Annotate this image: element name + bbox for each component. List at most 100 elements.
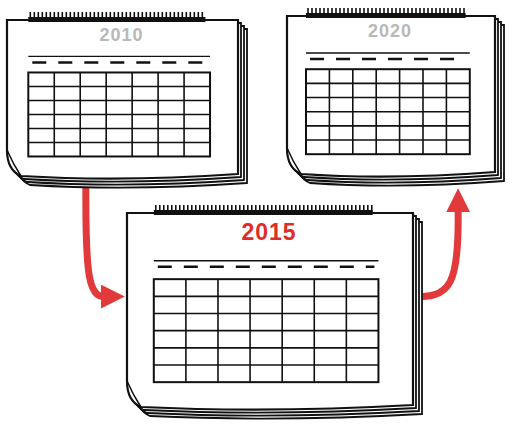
spiral-ring	[37, 12, 39, 20]
spiral-ring	[411, 8, 413, 16]
spiral-ring	[287, 205, 289, 213]
spiral-ring	[70, 12, 72, 20]
spiral-ring	[183, 205, 185, 213]
spiral-ring	[163, 205, 165, 213]
spiral-ring	[339, 8, 341, 16]
spiral-ring	[239, 205, 241, 213]
spiral-ring	[339, 205, 341, 213]
spiral-ring	[138, 12, 140, 20]
calendar: 2015	[125, 205, 425, 423]
grid-line	[154, 330, 379, 332]
spiral-ring	[150, 12, 152, 20]
spiral-ring	[379, 8, 381, 16]
grid-line	[306, 97, 470, 99]
spiral-ring	[347, 8, 349, 16]
spiral-ring	[355, 8, 357, 16]
spiral-ring	[283, 205, 285, 213]
spiral-ring	[311, 205, 313, 213]
spiral-ring	[190, 12, 192, 20]
spiral-ring	[399, 8, 401, 16]
spiral-ring	[219, 205, 221, 213]
spiral-ring	[443, 8, 445, 16]
spiral-ring	[431, 8, 433, 16]
spiral-ring	[114, 12, 116, 20]
grid-line	[306, 83, 470, 85]
spiral-ring	[29, 12, 31, 20]
spiral-ring	[33, 12, 35, 20]
spiral-ring	[122, 12, 124, 20]
spiral-ring	[435, 8, 437, 16]
spiral-ring	[251, 205, 253, 213]
spiral-ring	[439, 8, 441, 16]
grid-line	[306, 111, 470, 113]
spiral-ring	[126, 12, 128, 20]
spiral-ring	[327, 205, 329, 213]
spiral-ring	[78, 12, 80, 20]
spiral-ring	[371, 205, 373, 213]
header-line	[28, 56, 210, 57]
grid-line	[28, 142, 210, 144]
spiral-ring	[255, 205, 257, 213]
spiral-ring	[343, 8, 345, 16]
spiral-ring	[179, 205, 181, 213]
spiral-ring	[146, 12, 148, 20]
grid-line	[28, 114, 210, 116]
spiral-ring	[202, 12, 204, 20]
spiral-ring	[291, 205, 293, 213]
spiral-ring	[82, 12, 84, 20]
spiral-ring	[351, 205, 353, 213]
spiral-ring	[371, 8, 373, 16]
spiral-ring	[415, 8, 417, 16]
spiral-ring	[455, 8, 457, 16]
spiral-ring	[447, 8, 449, 16]
spiral-ring	[363, 8, 365, 16]
spiral-ring	[158, 12, 160, 20]
day-grid	[28, 72, 210, 156]
spiral-ring	[215, 205, 217, 213]
grid-line	[28, 128, 210, 130]
spiral-ring	[102, 12, 104, 20]
year-label: 2010	[5, 12, 238, 46]
grid-line	[28, 100, 210, 102]
spiral-ring	[155, 205, 157, 213]
spiral-ring	[347, 205, 349, 213]
spiral-ring	[247, 205, 249, 213]
spiral-ring	[90, 12, 92, 20]
day-grid	[154, 279, 379, 382]
page-curl	[287, 148, 301, 174]
spiral-ring	[130, 12, 132, 20]
spiral-ring	[167, 205, 169, 213]
day-grid	[306, 69, 470, 154]
spiral-ring	[118, 12, 120, 20]
weekday-dashes	[32, 61, 206, 64]
spiral-ring	[198, 12, 200, 20]
spiral-ring	[211, 205, 213, 213]
spiral-ring	[319, 8, 321, 16]
spiral-ring	[459, 8, 461, 16]
spiral-ring	[227, 205, 229, 213]
spiral-ring	[235, 205, 237, 213]
grid-line	[154, 313, 379, 315]
spiral-ring	[271, 205, 273, 213]
spiral-ring	[323, 205, 325, 213]
grid-line	[154, 296, 379, 298]
spiral-ring	[182, 12, 184, 20]
spiral-ring	[307, 8, 309, 16]
spiral-ring	[331, 205, 333, 213]
spiral-ring	[243, 205, 245, 213]
grid-line	[154, 347, 379, 349]
spiral-ring	[351, 8, 353, 16]
spiral-ring	[106, 12, 108, 20]
spiral-ring	[451, 8, 453, 16]
spiral-ring	[383, 8, 385, 16]
spiral-ring	[170, 12, 172, 20]
spiral-ring	[335, 205, 337, 213]
spiral-ring	[174, 12, 176, 20]
spiral-ring	[231, 205, 233, 213]
spiral-ring	[343, 205, 345, 213]
page-curl	[7, 150, 21, 176]
spiral-ring	[162, 12, 164, 20]
spiral-ring	[331, 8, 333, 16]
spiral-ring	[363, 205, 365, 213]
spiral-ring	[66, 12, 68, 20]
